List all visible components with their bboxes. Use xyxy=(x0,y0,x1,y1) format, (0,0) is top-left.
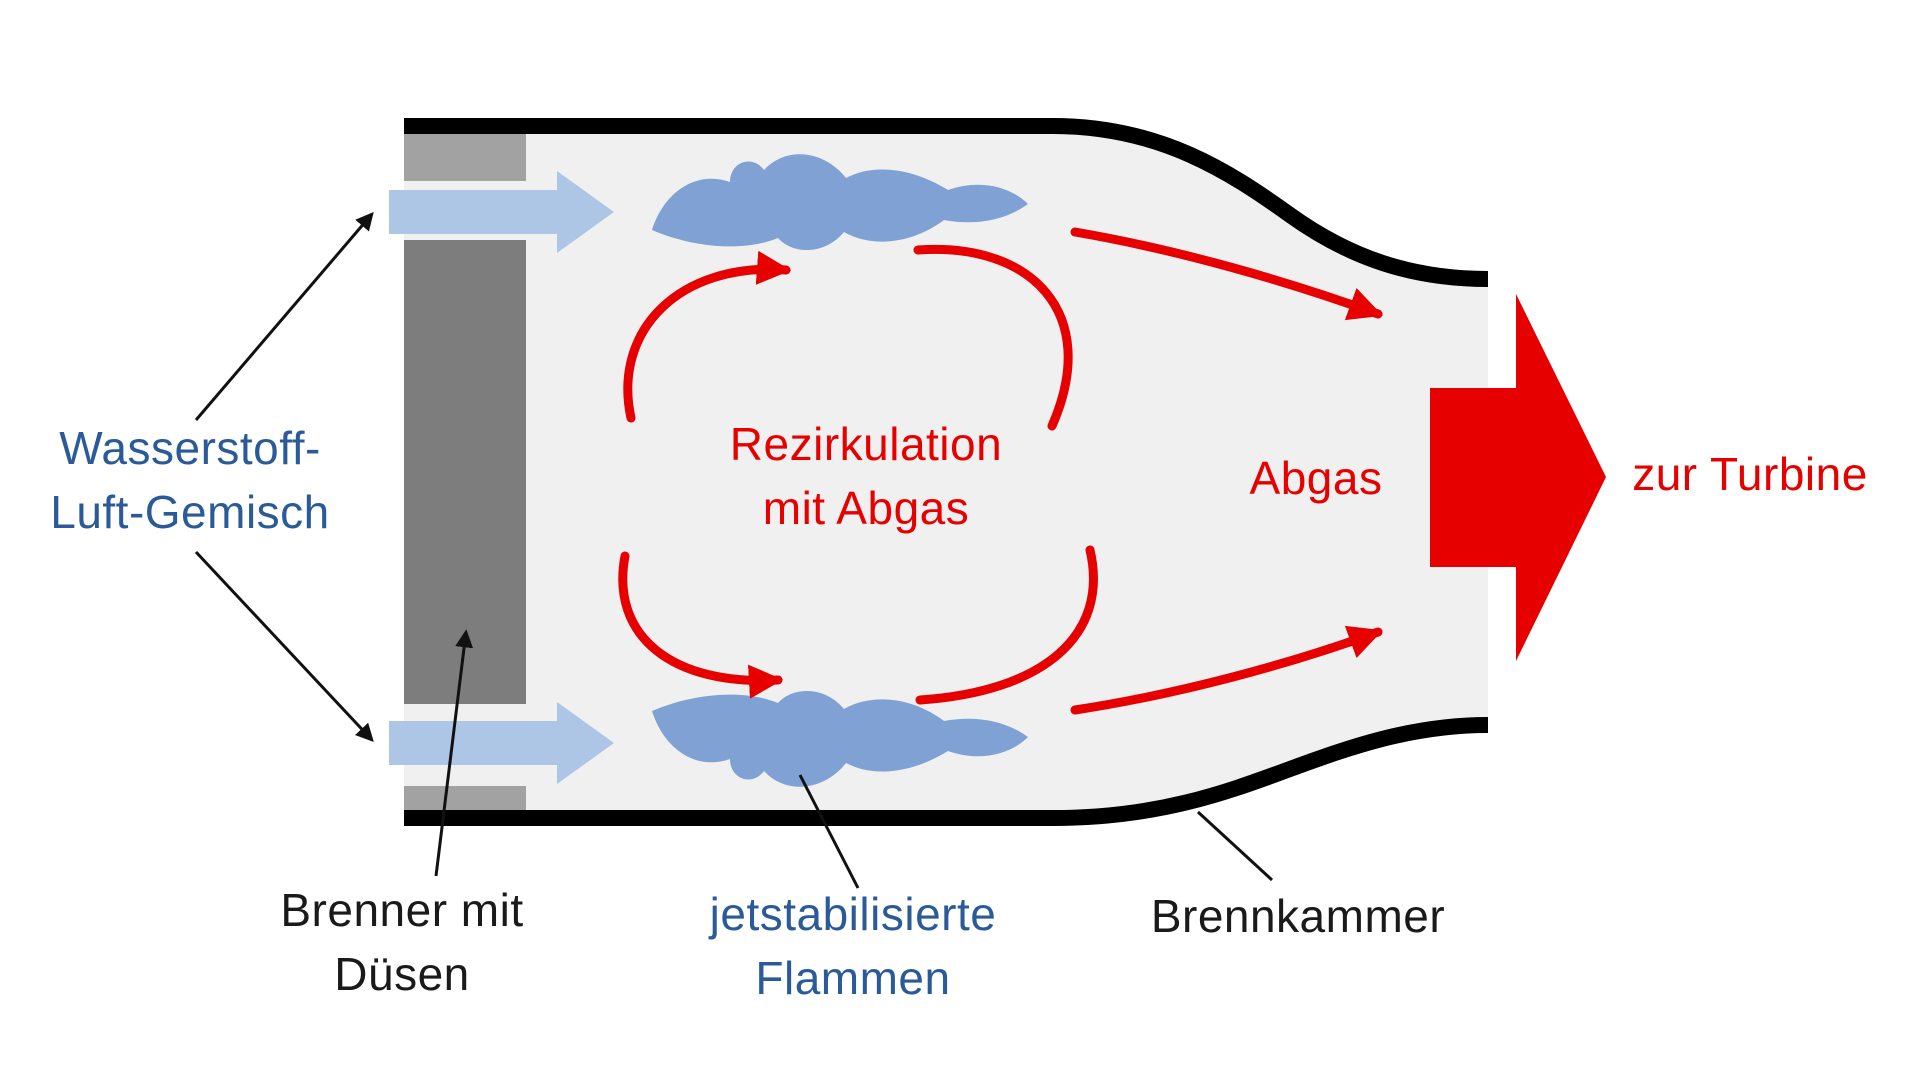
pointer-line-burner xyxy=(434,629,474,877)
flame-top xyxy=(652,154,1028,251)
burner-body xyxy=(404,240,526,704)
recirculation-arc-top-right xyxy=(913,244,1073,431)
turbine-arrow xyxy=(1430,294,1606,661)
label-hydrogen-air-mixture: Wasserstoff- Luft-Gemisch xyxy=(50,422,330,538)
recirculation-arc-bottom-left xyxy=(618,551,784,699)
recirculation-arc-top-left xyxy=(623,250,792,423)
chamber-wall-top xyxy=(404,118,1489,287)
recirculation-arc-bottom-right xyxy=(915,545,1098,705)
label-jet-stabilised-flames: jetstabilisierte Flammen xyxy=(709,888,997,1004)
pointer-line-mixture-bottom xyxy=(194,550,374,742)
chamber-wall-bottom xyxy=(404,717,1489,826)
exhaust-flow-arrow-bottom xyxy=(1070,625,1383,715)
flame-bottom xyxy=(652,690,1028,787)
burner-cap-bottom xyxy=(404,786,526,812)
pointer-line-flames xyxy=(798,774,860,889)
inlet-arrow-top xyxy=(389,171,614,253)
burner-cap-top xyxy=(404,134,526,181)
label-burner-with-nozzles: Brenner mit Düsen xyxy=(280,884,524,1000)
exhaust-flow-arrow-top xyxy=(1070,227,1383,321)
pointer-line-mixture-top xyxy=(194,211,374,421)
pointer-line-chamber xyxy=(1196,810,1274,882)
inlet-arrow-bottom xyxy=(389,702,614,784)
label-to-turbine: zur Turbine xyxy=(1632,448,1868,500)
label-recirculation-with-exhaust: Rezirkulation mit Abgas xyxy=(729,418,1003,534)
label-combustion-chamber: Brennkammer xyxy=(1150,890,1446,942)
label-exhaust-gas: Abgas xyxy=(1249,452,1383,504)
